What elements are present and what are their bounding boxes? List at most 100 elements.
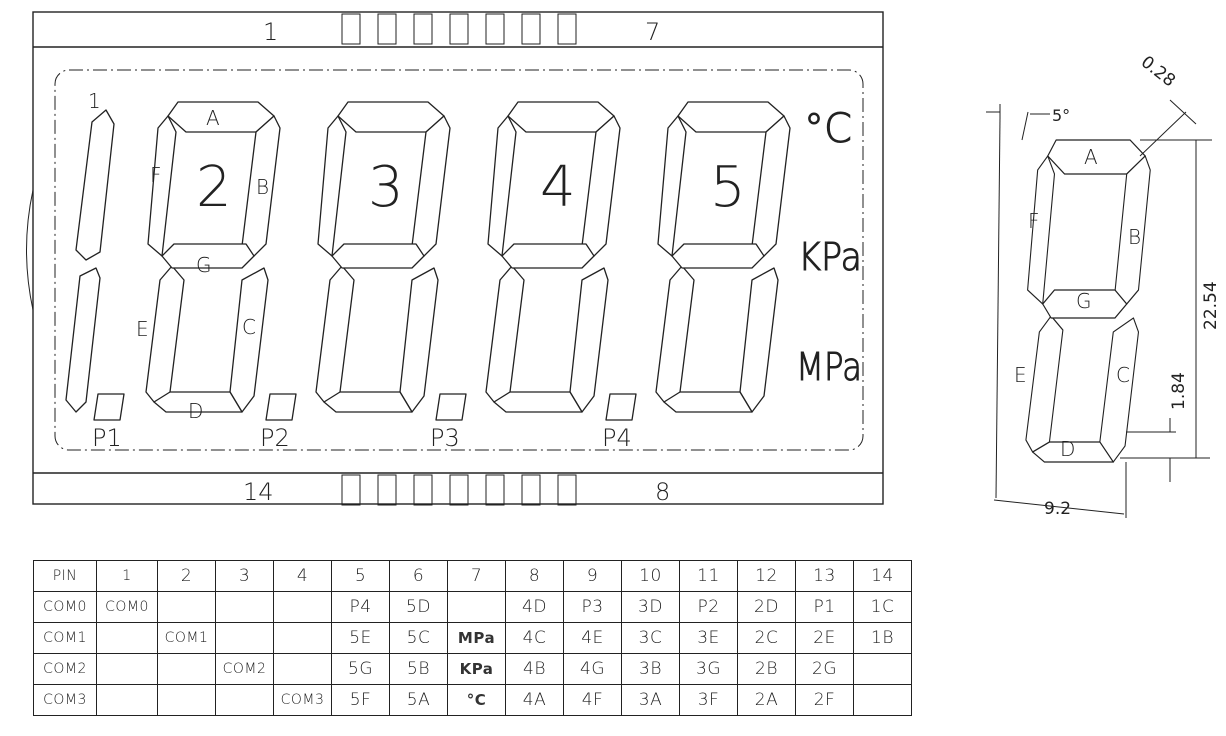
pin-cell: 2E	[795, 622, 854, 654]
pin-cell: 3B	[621, 653, 680, 685]
digit-2: 2 A B F G E C D	[136, 101, 281, 423]
pin-cell: P1	[795, 591, 854, 623]
dim-height: 22.54	[1201, 281, 1221, 330]
pin-header-cell: 11	[679, 560, 738, 592]
pin-cell: 2B	[737, 653, 796, 685]
pin-cell	[273, 653, 332, 685]
pin-cell: 2F	[795, 684, 854, 716]
pin-header-cell: 10	[621, 560, 680, 592]
unit-kpa: KPa	[798, 235, 862, 279]
pin-cell: 4F	[563, 684, 622, 716]
viewing-area	[54, 69, 864, 451]
detail-seg-label-a: A	[1084, 145, 1098, 169]
pin-cell	[273, 591, 332, 623]
pin-header-cell: 7	[447, 560, 506, 592]
pin-cell	[96, 622, 158, 654]
pin-header-cell: 12	[737, 560, 796, 592]
pin-cell: P4	[331, 591, 390, 623]
pin-header-cell: 4	[273, 560, 332, 592]
digit-4-label: 4	[540, 155, 576, 220]
pin-header-cell: 14	[853, 560, 912, 592]
pin-cell: P2	[679, 591, 738, 623]
pin-cell: 3C	[621, 622, 680, 654]
pin-cell: 2C	[737, 622, 796, 654]
digit-2-label: 2	[196, 155, 232, 220]
digit-3-label: 3	[368, 155, 404, 220]
pin-cell	[273, 622, 332, 654]
pin-cell: 2D	[737, 591, 796, 623]
pin-header-cell: 2	[157, 560, 216, 592]
seg-label-a: A	[206, 106, 220, 130]
pin-cell: 3G	[679, 653, 738, 685]
lcd-frame	[32, 11, 884, 505]
pin-cell: 3F	[679, 684, 738, 716]
detail-seg-label-b: B	[1128, 225, 1141, 249]
pin-cell: 1B	[853, 622, 912, 654]
detail-seg-label-f: F	[1028, 209, 1040, 233]
pin-cell: 4A	[505, 684, 564, 716]
detail-seg-label-e: E	[1014, 363, 1027, 387]
dim-width: 9.2	[1044, 499, 1071, 519]
bottom-pin-last-label: 8	[655, 478, 670, 506]
digit-4: 4	[485, 101, 621, 413]
pin-cell	[96, 684, 158, 716]
pin-header-cell: 13	[795, 560, 854, 592]
lcd-drawing: 1 7 14 8 1 2 A B F G E C D 3 4	[26, 11, 1221, 519]
point-label-p3: P3	[430, 424, 460, 452]
top-pin-boxes	[341, 13, 577, 45]
pin-cell: 5E	[331, 622, 390, 654]
pin-cell: KPa	[447, 653, 506, 685]
pin-cell: 4D	[505, 591, 564, 623]
pin-cell: 3E	[679, 622, 738, 654]
pin-cell: 4B	[505, 653, 564, 685]
pin-cell: MPa	[447, 622, 506, 654]
pin-cell: 3D	[621, 591, 680, 623]
point-label-p1: P1	[92, 424, 122, 452]
pin-cell	[447, 591, 506, 623]
pin-header-cell: 8	[505, 560, 564, 592]
pin-cell: COM3	[33, 684, 97, 716]
top-pin-last-label: 7	[645, 18, 660, 46]
dim-stroke: 0.28	[1137, 52, 1179, 91]
pin-cell: 2A	[737, 684, 796, 716]
pin-cell: 5D	[389, 591, 448, 623]
segment-detail: A B F G E C D 5° 22.54 1.84 0.28 9.2	[986, 52, 1221, 519]
digit-5-label: 5	[710, 155, 746, 220]
pin-cell: 4G	[563, 653, 622, 685]
pin-header-cell: 3	[215, 560, 274, 592]
pin-cell: 5C	[389, 622, 448, 654]
pin-cell: COM1	[33, 622, 97, 654]
pin-cell	[853, 653, 912, 685]
dim-angle: 5°	[1052, 106, 1070, 125]
decimal-points	[93, 393, 637, 421]
pin-cell	[215, 591, 274, 623]
pin-cell: °C	[447, 684, 506, 716]
pin-cell: 1C	[853, 591, 912, 623]
pin-cell: 5G	[331, 653, 390, 685]
point-label-p4: P4	[602, 424, 632, 452]
pin-cell: P3	[563, 591, 622, 623]
digit-5: 5	[655, 101, 791, 413]
pin-cell	[215, 684, 274, 716]
pin-cell: 5A	[389, 684, 448, 716]
bottom-pin-boxes	[341, 474, 577, 506]
unit-celsius: °C	[804, 106, 852, 152]
pin-cell: COM3	[273, 684, 332, 716]
pin-cell	[853, 684, 912, 716]
pin-cell: 5F	[331, 684, 390, 716]
pin-cell: 4C	[505, 622, 564, 654]
pin-cell: COM1	[157, 622, 216, 654]
pin-cell: COM2	[215, 653, 274, 685]
pin-cell: COM2	[33, 653, 97, 685]
top-pin-first-label: 1	[263, 18, 278, 46]
pin-cell	[157, 653, 216, 685]
point-label-p2: P2	[260, 424, 290, 452]
detail-seg-label-c: C	[1116, 363, 1130, 387]
pin-cell: COM0	[33, 591, 97, 623]
seg-label-c: C	[242, 315, 256, 339]
